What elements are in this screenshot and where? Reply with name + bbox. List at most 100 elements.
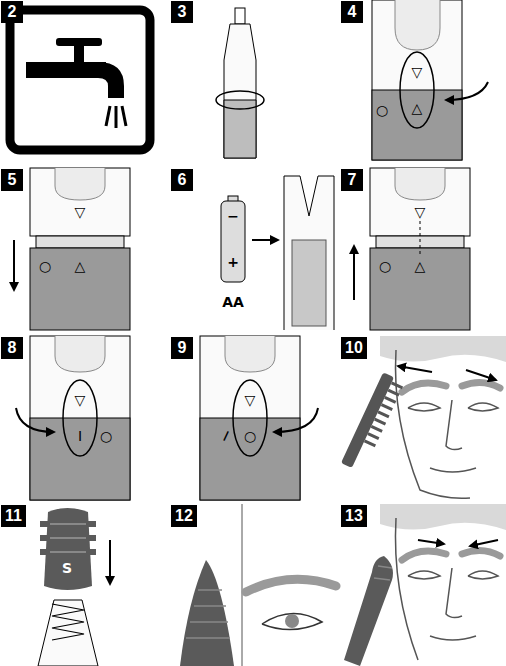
illustration-part <box>262 613 322 629</box>
illustration-part <box>98 62 124 98</box>
illustration-part <box>233 380 267 456</box>
illustration-part <box>400 52 434 128</box>
illustration-part <box>200 418 300 500</box>
device-mark: ▽ <box>75 205 86 219</box>
step-number: 5 <box>8 171 17 188</box>
illustration-part <box>235 8 245 24</box>
device-mark: △ <box>415 259 426 273</box>
illustration-part <box>63 380 97 456</box>
switch-on <box>16 336 130 500</box>
device-mark: ○ <box>379 259 391 273</box>
step-number-box: 9 <box>171 337 193 359</box>
illustration-part <box>430 468 476 472</box>
illustration-part <box>56 38 102 46</box>
illustration-part <box>370 168 470 236</box>
illustration-part <box>221 201 245 282</box>
step-number: 6 <box>178 171 187 188</box>
step-number-box: 13 <box>341 505 367 527</box>
illustration-part <box>341 372 394 468</box>
trimmer-overview <box>216 8 264 158</box>
illustration-part <box>285 614 299 628</box>
illustration-part <box>395 168 445 200</box>
illustration-part <box>462 550 500 556</box>
illustration-part <box>344 556 393 666</box>
step-number: 8 <box>8 339 17 356</box>
illustration-part <box>402 383 446 392</box>
step-number-box: 3 <box>171 1 193 23</box>
device-mark: ▽ <box>415 205 426 219</box>
illustration-part <box>408 571 440 579</box>
illustration-part <box>370 248 470 330</box>
illustration-part <box>40 524 96 552</box>
step-number: 10 <box>345 339 363 356</box>
step-number-box: 6 <box>171 169 193 191</box>
illustration-part <box>420 221 421 254</box>
illustration-part <box>186 590 230 638</box>
illustration-part <box>26 62 106 78</box>
illustration-part <box>446 568 462 618</box>
trimmer-eye <box>180 504 336 666</box>
illustration-part <box>74 44 84 64</box>
illustration-part <box>274 408 318 432</box>
step-number: 11 <box>5 507 22 524</box>
device-mark: ○ <box>244 429 256 443</box>
step-number: 12 <box>175 507 193 524</box>
comb-attachment <box>38 508 110 666</box>
device-mark: △ <box>75 259 86 273</box>
step-number: 9 <box>178 339 187 356</box>
step-number-box: 2 <box>1 1 23 23</box>
illustration-part <box>395 0 440 50</box>
illustration-part <box>225 336 275 372</box>
face-trimmer <box>344 504 506 666</box>
device-mark: + <box>227 255 239 269</box>
illustration-part <box>402 551 446 560</box>
switch-off <box>200 336 318 500</box>
device-mark: AA <box>222 295 244 309</box>
illustration-part <box>398 366 432 372</box>
illustration-part <box>292 240 326 326</box>
step-number: 2 <box>8 3 17 20</box>
step-number: 7 <box>348 171 357 188</box>
illustration-part <box>341 372 405 473</box>
illustration-part <box>418 540 444 544</box>
illustration-part <box>30 248 130 330</box>
illustration-part <box>52 604 84 640</box>
step-number-box: 7 <box>341 169 363 191</box>
illustration-part <box>468 571 498 579</box>
step-number-box: 12 <box>171 505 197 527</box>
step-number-box: 8 <box>1 337 23 359</box>
device-mark: ○ <box>39 259 51 273</box>
illustration-part <box>365 383 403 446</box>
illustration-part <box>242 504 243 666</box>
step-number: 3 <box>178 3 187 20</box>
device-mark: ○ <box>100 429 112 443</box>
battery-insert <box>221 176 334 330</box>
illustration-part <box>408 403 440 411</box>
face-comb <box>341 336 506 498</box>
illustration-part <box>38 600 98 666</box>
illustration-part <box>466 370 496 380</box>
illustration-part <box>216 91 264 109</box>
illustration-part <box>446 400 462 450</box>
illustration-part <box>16 408 54 432</box>
illustration-part <box>252 239 278 241</box>
illustration-part <box>30 418 130 500</box>
illustration-part <box>353 246 355 300</box>
illustration-part <box>430 636 476 640</box>
illustration-part <box>246 579 336 592</box>
device-mark: ▽ <box>245 393 256 407</box>
illustration-part <box>372 0 462 160</box>
illustration-part <box>396 350 471 498</box>
step-number-box: 10 <box>341 337 367 359</box>
device-mark: S <box>62 561 72 575</box>
trimmer-open <box>14 168 130 330</box>
step-number-box: 5 <box>1 169 23 191</box>
illustration-part <box>10 10 150 150</box>
device-mark: ○ <box>376 103 388 117</box>
illustration-part <box>468 403 498 411</box>
tap-symbol <box>10 10 150 150</box>
illustration-part <box>115 106 118 128</box>
illustration-part <box>50 524 86 552</box>
